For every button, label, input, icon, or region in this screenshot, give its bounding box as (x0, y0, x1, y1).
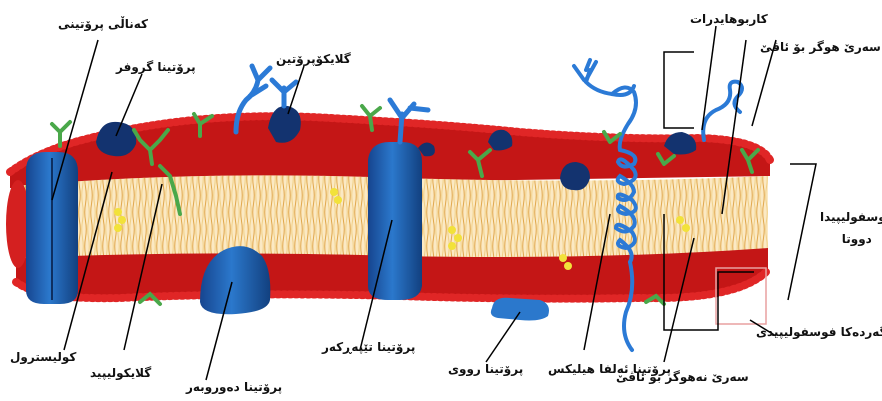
label-surface-protein: پرۆتینا رووی (448, 362, 523, 376)
label-glycolipid: گلایکولیپید (90, 366, 151, 380)
label-hydrophobic-tail: سەرێ نەهوگر بو ئاڤێ (616, 370, 749, 384)
label-phospholipid-molecule: گەردەکا فوسفولیپیدی (756, 325, 882, 339)
surface-protein (491, 298, 549, 321)
label-transmembrane-protein: پرۆتینا تێپەڕکەر (322, 340, 415, 354)
receptor-protein (96, 122, 136, 156)
label-hydrophilic-head: سەرێ هوگر بۆ ئاڤێ (760, 40, 881, 54)
label-phospholipid-bilayer-line2: دووتا (820, 232, 882, 246)
label-cholesterol: کولیسترول (10, 350, 76, 364)
label-peripheral-protein: پرۆتینا دەوروبەر (186, 380, 282, 394)
label-phospholipid-bilayer-line1: فوسفولیپیدا (820, 210, 882, 224)
label-carbohydrates: کاربوهایدرات (690, 12, 768, 26)
label-phospholipid-bilayer: فوسفولیپیدا دووتا (820, 210, 882, 246)
label-channel-protein: کەناڵی پرۆتینی (58, 17, 148, 31)
label-receptor-protein: پرۆتینا گروفر (116, 60, 196, 74)
channel-protein (26, 152, 78, 304)
label-glycoprotein: گلایکۆپرۆتین (276, 52, 351, 66)
